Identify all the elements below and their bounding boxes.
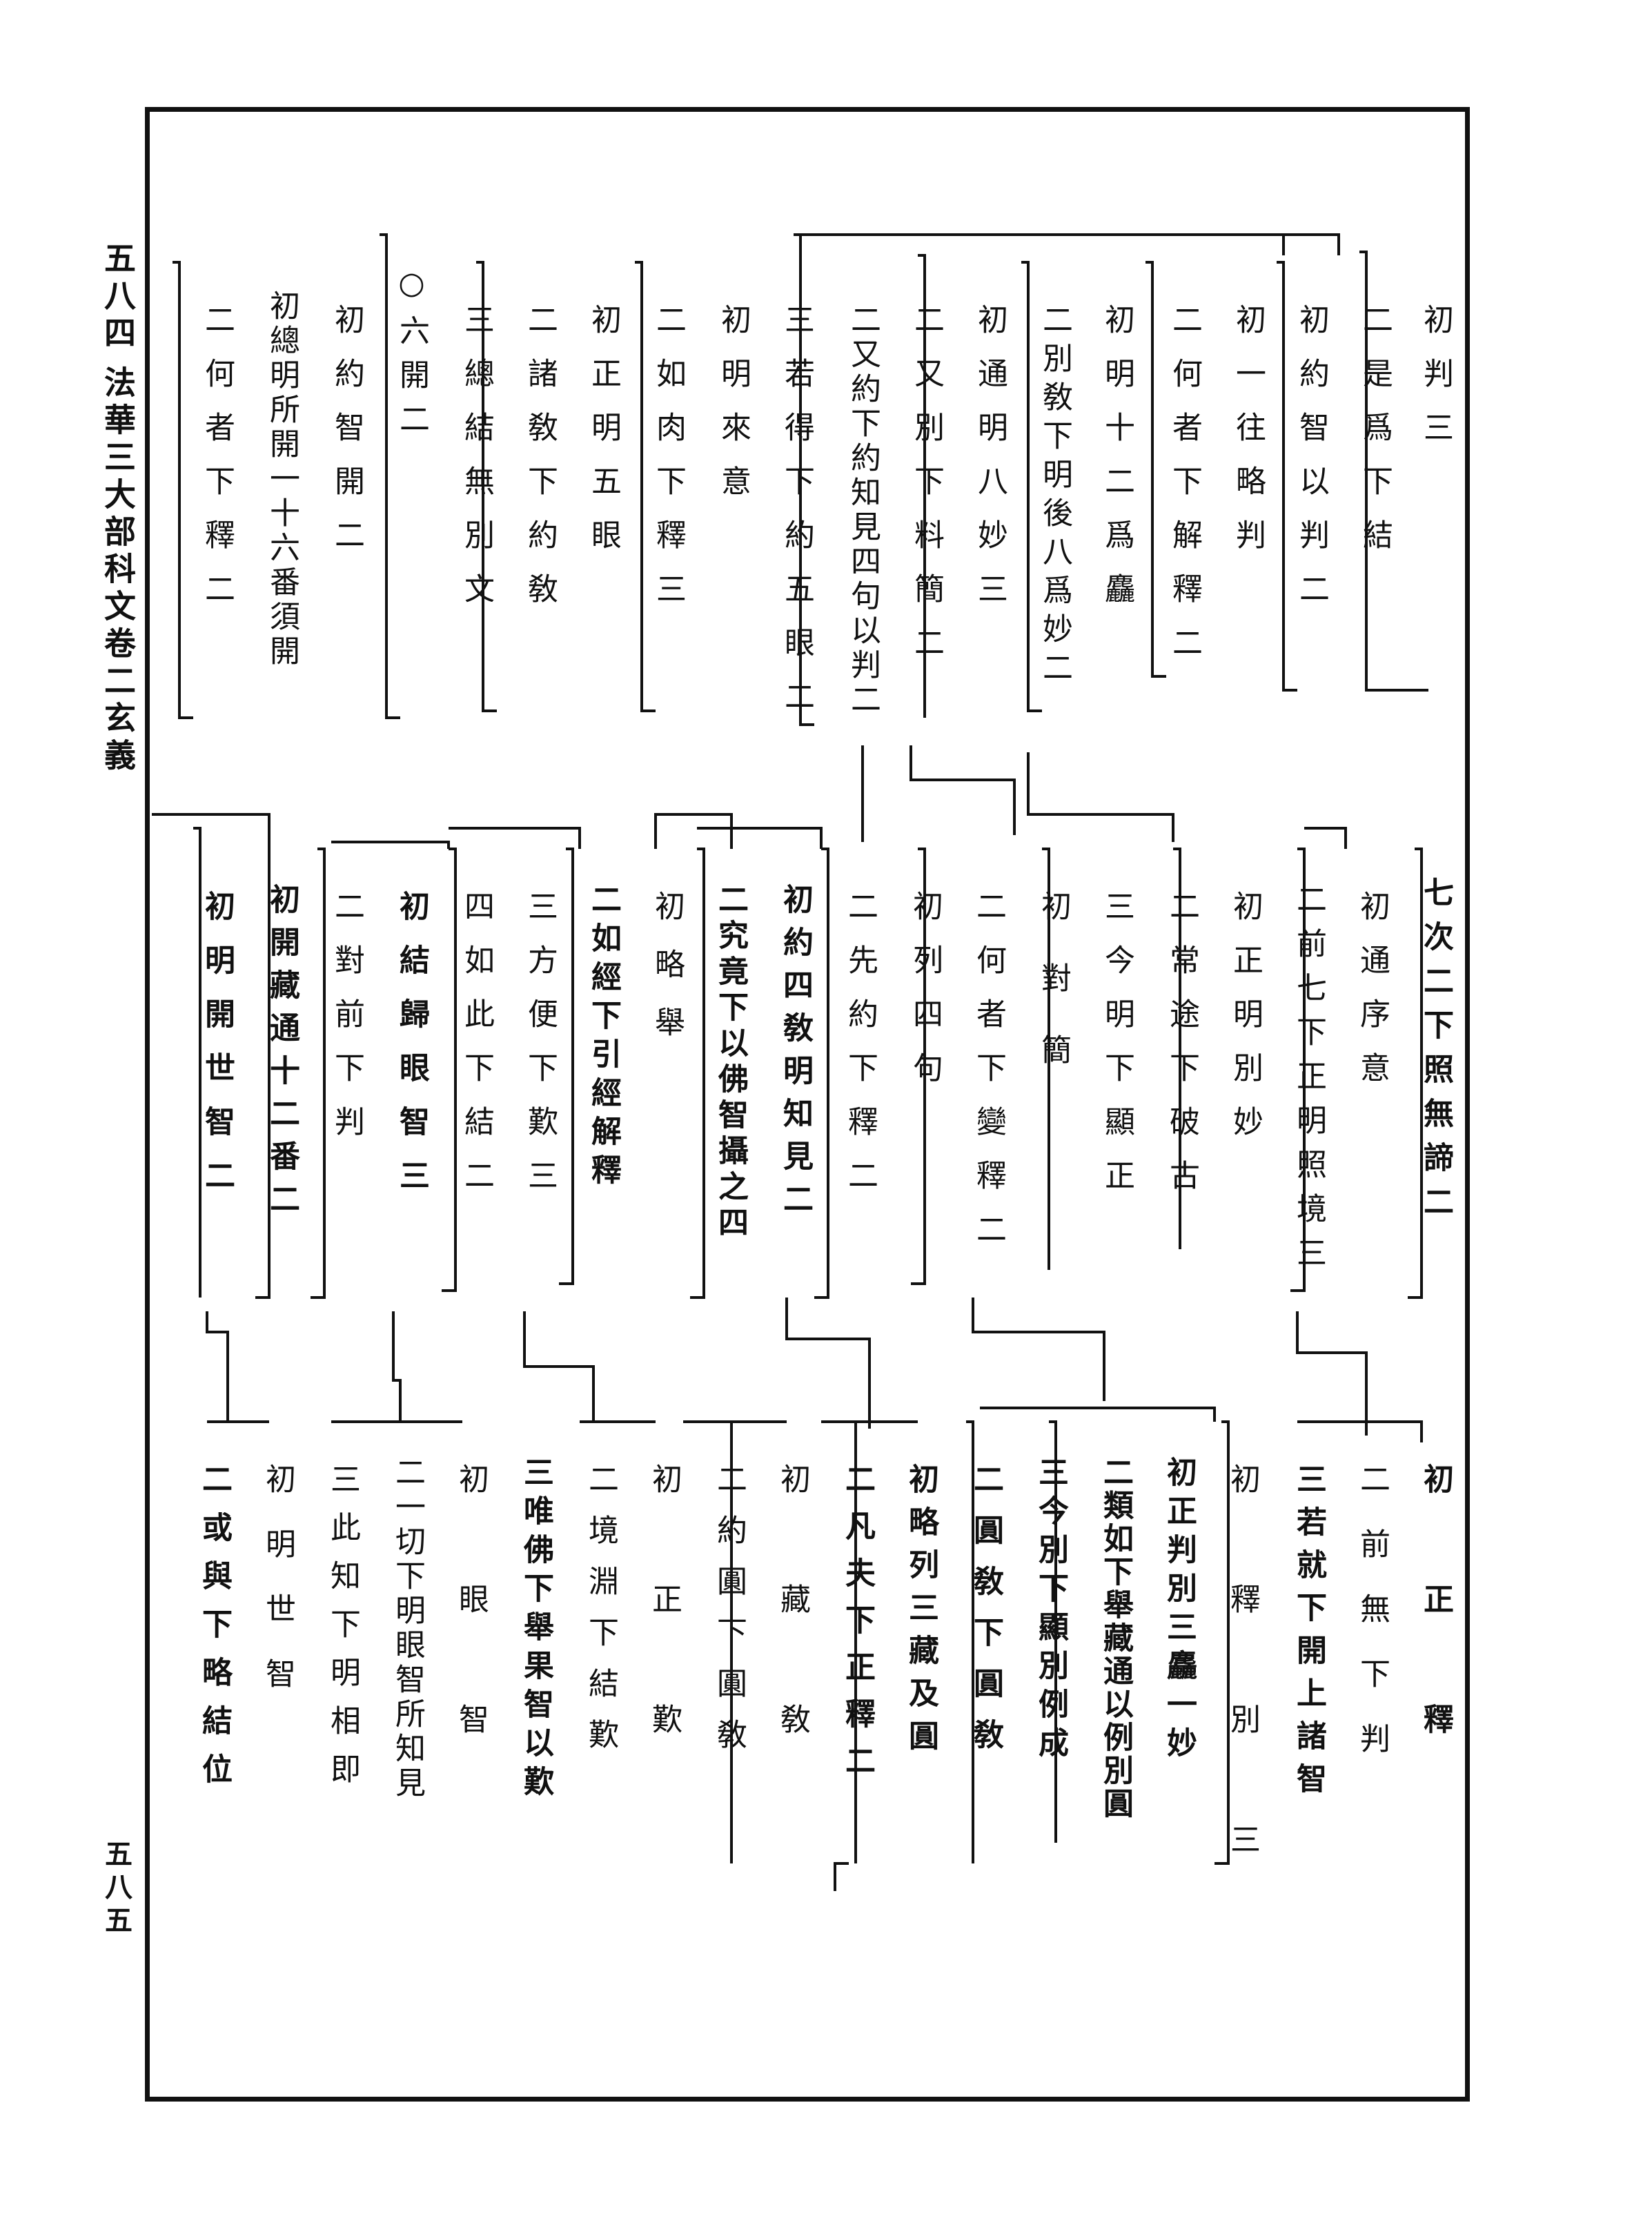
entry-3-12: 二約圓下圓敎 (711, 1463, 747, 1770)
entry-1-14: 初正明五眼 (586, 304, 621, 573)
entry-1-10: 二又約下約知見四句以判二 (845, 304, 881, 718)
entry-3-9: 初略列三藏及圓 (903, 1463, 938, 1763)
entry-2-18: 二對前下判 (329, 890, 364, 1159)
entry-2-16: 四如此下結二 (459, 890, 494, 1213)
entry-1-13: 二如肉下釋三 (651, 304, 686, 627)
entry-1-8: 初通明八妙三 (972, 304, 1007, 627)
entry-2-7: 初對簡 (1036, 890, 1071, 1106)
entry-1-18: 初約智開二 (329, 304, 364, 573)
entry-2-5: 二常途下破古 (1164, 890, 1199, 1213)
entry-2-4: 初正明別妙 (1228, 890, 1263, 1159)
entry-3-11: 初藏敎 (775, 1463, 810, 1823)
entry-1-1: 初判三 (1418, 304, 1453, 465)
page-border (145, 107, 1470, 2102)
entry-2-3: 二前七下正明照境三 (1291, 883, 1326, 1281)
entry-1-2: 二是爲下結 (1357, 304, 1393, 573)
entry-3-15: 三唯佛下舉果智以歎 (518, 1456, 553, 1804)
entry-1-6: 初明十二爲麤 (1099, 304, 1134, 627)
entry-2-20: 初明開世智二 (199, 890, 235, 1213)
entry-1-4: 初一往略判 (1230, 304, 1266, 573)
entry-2-19: 初開藏通十二番二 (264, 883, 299, 1226)
entry-3-16: 初眼智 (453, 1463, 489, 1823)
entry-3-10: 二凡夫下正釋二 (840, 1463, 875, 1792)
entry-1-11: 三若得下約五眼二 (779, 304, 814, 734)
entry-2-14: 二如經下引經解釋 (586, 883, 621, 1193)
entry-2-8: 二何者下變釋二 (971, 890, 1006, 1267)
entry-1-5: 二何者下解釋二 (1167, 304, 1202, 681)
entry-3-1: 初正釋 (1418, 1463, 1453, 1823)
page-number-right: 五八五 (100, 1839, 132, 1939)
entry-3-18: 三此知下明相即 (325, 1463, 360, 1801)
entry-2-10: 二先約下釋二 (843, 890, 878, 1213)
entry-1-15: 二諸敎下約敎 (522, 304, 558, 627)
entry-2-12: 二究竟下以佛智攝之四 (713, 883, 748, 1242)
entry-2-9: 初列四句 (907, 890, 943, 1106)
entry-3-19: 初明世智 (260, 1463, 295, 1723)
entry-1-9: 二又別下料簡二 (909, 304, 944, 681)
entry-2-15: 三方便下歎三 (522, 890, 558, 1213)
entry-3-7: 三今別下顯別例成 (1033, 1456, 1068, 1765)
entry-3-6: 二類如下舉藏通以例別圓 (1098, 1456, 1133, 1821)
entry-2-1: 七次二下照無諦二 (1418, 877, 1453, 1230)
entry-3-13: 初正歎 (647, 1463, 682, 1823)
entry-1-3: 初約智以判二 (1294, 304, 1329, 627)
entry-2-11: 初約四敎明知見二 (778, 883, 813, 1226)
entry-3-8: 二圓敎下圓敎 (968, 1463, 1003, 1770)
entry-1-16: 三總結無別文 (459, 304, 494, 627)
entry-3-5: 初正判別三麤一妙 (1161, 1456, 1197, 1765)
entry-3-3: 三若就下開上諸智 (1291, 1463, 1326, 1805)
entry-2-6: 三今明下顯正 (1099, 890, 1134, 1213)
entry-2-13: 初略舉 (649, 890, 685, 1064)
entry-3-17: 二一切下明眼智所知見 (390, 1456, 425, 1801)
entry-3-2: 二前無下判 (1355, 1463, 1390, 1788)
entry-1-17: ○六開二 (394, 266, 429, 447)
entry-1-12: 初明來意 (716, 304, 751, 519)
entry-3-20: 二或與下略結位 (197, 1463, 232, 1801)
entry-1-7: 二別敎下明後八爲妙二 (1037, 304, 1072, 690)
entry-3-4: 初釋別三 (1225, 1463, 1260, 1944)
entry-1-19: 初總明所開一十六番須開 (264, 290, 299, 669)
book-title: 法華三大部科文卷二玄義 (99, 366, 137, 776)
entry-2-2: 初通序意 (1355, 890, 1390, 1106)
entry-3-14: 二境淵下結歎 (583, 1463, 618, 1770)
entry-2-17: 初結歸眼智三 (394, 890, 429, 1213)
entry-1-20: 二何者下釋二 (199, 304, 235, 627)
page-number-left: 五八四 (99, 242, 137, 353)
